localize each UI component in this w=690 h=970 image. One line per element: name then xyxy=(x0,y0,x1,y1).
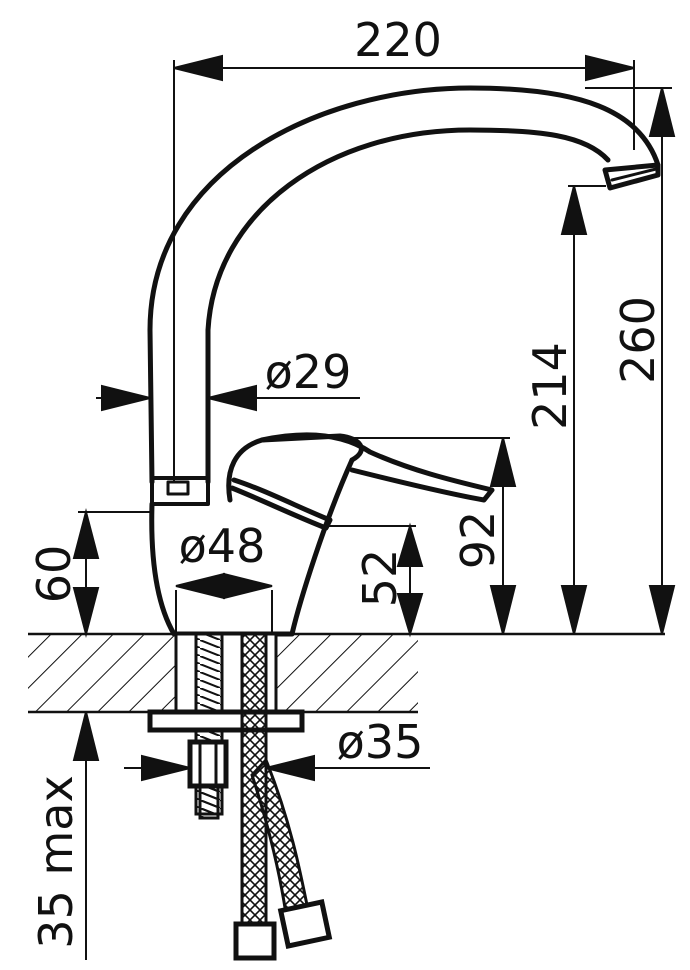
spout-collar xyxy=(150,476,210,506)
dim-base-height-60: 60 xyxy=(27,545,81,604)
lever-lower xyxy=(229,477,333,531)
dim-height-214: 214 xyxy=(523,342,577,430)
fixing-nut xyxy=(187,739,229,789)
lever-handle xyxy=(259,432,495,503)
dim-lever-height-92: 92 xyxy=(451,511,505,570)
spout-tip xyxy=(602,162,661,191)
mounting-plate xyxy=(147,709,305,733)
dim-width-220: 220 xyxy=(354,13,442,67)
dim-countertop-35-max: 35 max xyxy=(29,775,83,948)
hose-nut-1 xyxy=(233,921,277,961)
spout-inner xyxy=(205,127,611,485)
dimension-lines xyxy=(72,54,676,960)
dim-spout-diameter: ø29 xyxy=(265,345,352,399)
dim-base-diameter: ø48 xyxy=(179,519,266,573)
fixing-hardware xyxy=(147,632,333,961)
hose-nut-2 xyxy=(277,899,333,949)
dim-body-height-52: 52 xyxy=(353,549,407,608)
countertop xyxy=(28,632,665,714)
dim-height-260: 260 xyxy=(611,296,665,384)
dim-fixing-diameter: ø35 xyxy=(337,715,424,769)
faucet-body xyxy=(147,85,661,637)
spout-outer xyxy=(147,85,661,485)
